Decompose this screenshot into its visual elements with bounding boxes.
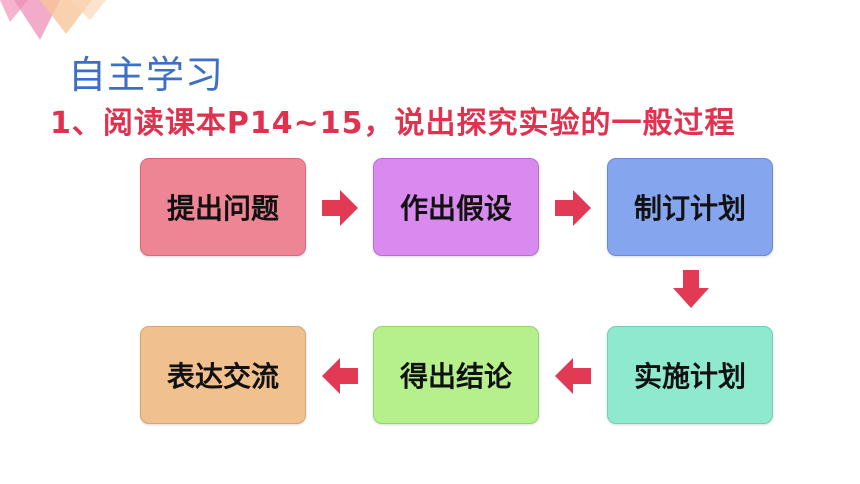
step-label: 得出结论 (399, 360, 512, 393)
step-box-hypothesis: 作出假设 (373, 158, 539, 256)
arrow-right-icon (322, 190, 358, 226)
step-box-execute-plan: 实施计划 (607, 326, 773, 424)
step-label: 制订计划 (633, 192, 746, 225)
arrow-left-icon (322, 358, 358, 394)
step-box-communicate: 表达交流 (140, 326, 306, 424)
arrow-left-icon (555, 358, 591, 394)
step-box-ask-question: 提出问题 (140, 158, 306, 256)
page-title: 自主学习 (68, 53, 225, 97)
step-label: 实施计划 (633, 360, 746, 393)
corner-decoration (0, 0, 106, 40)
step-label: 提出问题 (166, 192, 279, 225)
arrow-right-icon (555, 190, 591, 226)
page-subtitle: 1、阅读课本P14~15，说出探究实验的一般过程 (50, 106, 736, 141)
step-label: 表达交流 (166, 360, 279, 393)
step-label: 作出假设 (399, 192, 512, 225)
step-box-conclusion: 得出结论 (373, 326, 539, 424)
arrow-down-icon (673, 270, 709, 308)
step-box-make-plan: 制订计划 (607, 158, 773, 256)
